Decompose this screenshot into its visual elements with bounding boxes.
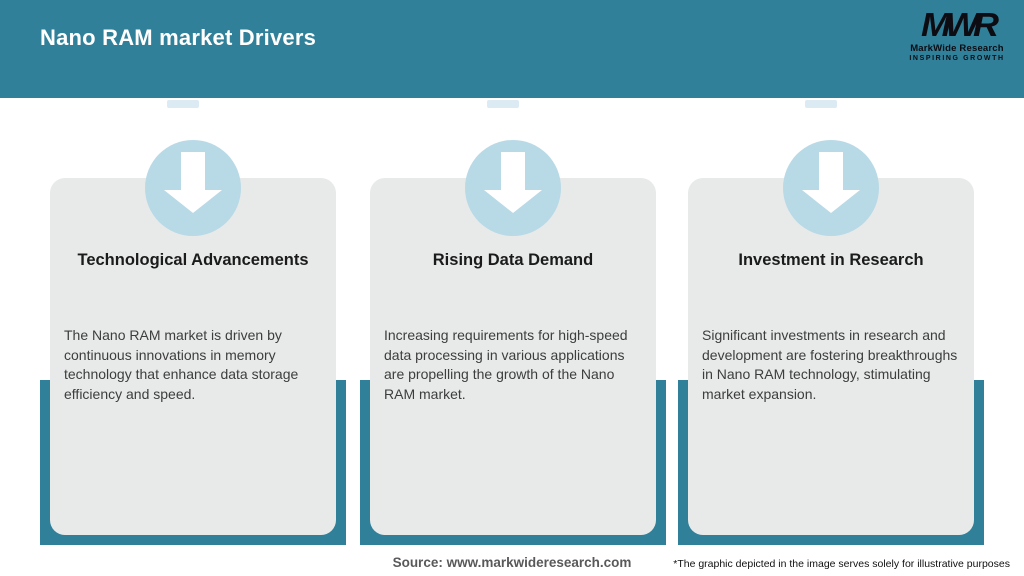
arrow-circle: [783, 140, 879, 236]
driver-card: Investment in Research Significant inves…: [688, 178, 974, 535]
arrow-tail-fragment: [487, 100, 519, 108]
page-title: Nano RAM market Drivers: [40, 25, 317, 50]
arrow-tail-fragment: [805, 100, 837, 108]
arrow-down-icon: [802, 152, 860, 213]
logo-name: MarkWide Research: [910, 43, 1004, 54]
logo-tagline: INSPIRING GROWTH: [909, 55, 1005, 62]
arrow-circle: [145, 140, 241, 236]
card-body: Increasing requirements for high-speed d…: [384, 327, 628, 402]
card-body: The Nano RAM market is driven by continu…: [64, 327, 299, 402]
disclaimer-text: *The graphic depicted in the image serve…: [673, 558, 1010, 570]
driver-card-group-2: Rising Data Demand Increasing requiremen…: [360, 0, 666, 576]
arrow-circle: [465, 140, 561, 236]
card-title: Rising Data Demand: [432, 251, 594, 269]
logo-monogram-icon: MWR: [921, 5, 999, 44]
arrow-tail-fragment: [167, 100, 199, 108]
source-text: Source: www.markwideresearch.com: [392, 555, 632, 570]
driver-card-group-1: Technological Advancements The Nano RAM …: [40, 0, 346, 576]
header-bar: Nano RAM market Drivers MWR MarkWide Res…: [0, 0, 1024, 98]
driver-card: Technological Advancements The Nano RAM …: [50, 178, 336, 535]
driver-card-group-3: Investment in Research Significant inves…: [678, 0, 984, 576]
card-body: Significant investments in research and …: [702, 327, 958, 402]
card-title: Investment in Research: [738, 251, 924, 269]
arrow-down-icon: [484, 152, 542, 213]
driver-card: Rising Data Demand Increasing requiremen…: [370, 178, 656, 535]
markwide-logo: MWR MarkWide Research INSPIRING GROWTH: [902, 8, 1012, 62]
arrow-down-icon: [164, 152, 222, 213]
card-title: Technological Advancements: [77, 251, 309, 269]
